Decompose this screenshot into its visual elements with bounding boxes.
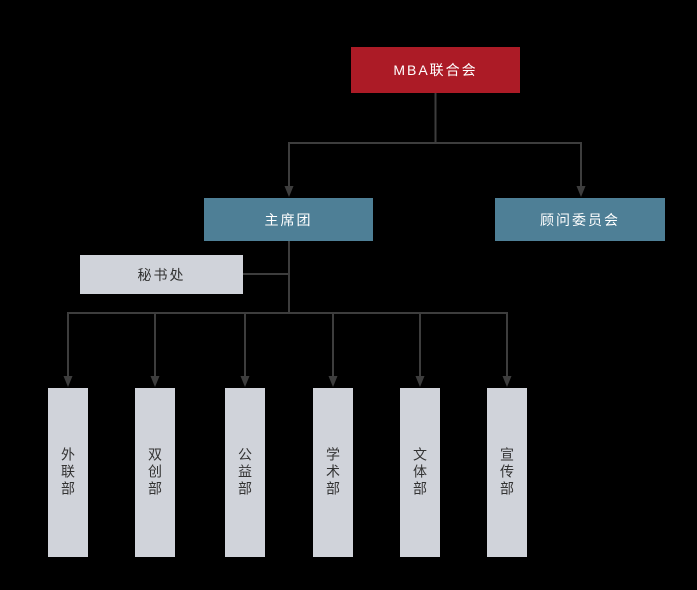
node-dept-innovation[interactable]: 双创部 [135,388,175,557]
node-dept-external-liaison-label: 外联部 [60,447,76,498]
node-mba-federation[interactable]: MBA联合会 [351,47,520,93]
node-dept-academic[interactable]: 学术部 [313,388,353,557]
node-presidium[interactable]: 主席团 [204,198,373,241]
node-advisory-committee-label: 顾问委员会 [540,211,620,228]
node-dept-external-liaison[interactable]: 外联部 [48,388,88,557]
node-dept-innovation-label: 双创部 [147,447,163,498]
node-advisory-committee[interactable]: 顾问委员会 [495,198,665,241]
node-presidium-label: 主席团 [264,211,313,228]
node-dept-public-welfare-label: 公益部 [237,447,253,498]
node-dept-culture-sports[interactable]: 文体部 [400,388,440,557]
node-dept-culture-sports-label: 文体部 [412,447,428,498]
node-dept-publicity[interactable]: 宣传部 [487,388,527,557]
node-mba-federation-label: MBA联合会 [393,62,478,78]
node-dept-public-welfare[interactable]: 公益部 [225,388,265,557]
node-dept-academic-label: 学术部 [325,447,341,498]
node-secretariat[interactable]: 秘书处 [80,255,243,294]
node-secretariat-label: 秘书处 [137,266,186,283]
node-dept-publicity-label: 宣传部 [499,447,515,498]
